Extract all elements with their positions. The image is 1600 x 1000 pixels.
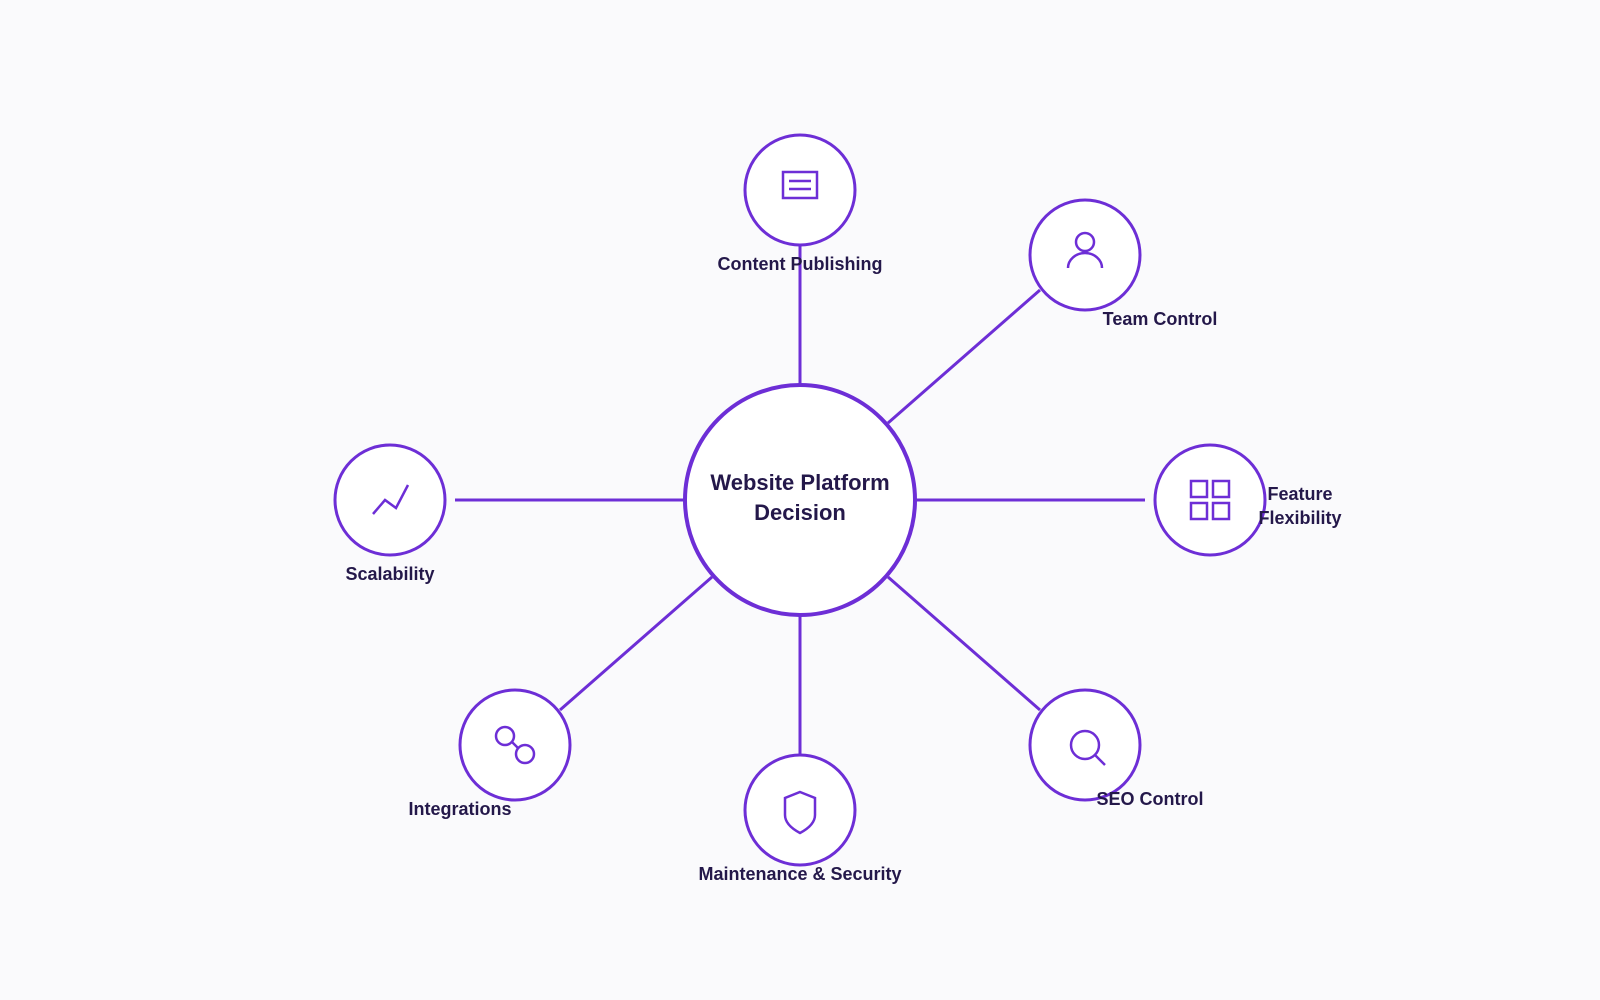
connector-integrations (559, 575, 713, 712)
node-team-control[interactable]: Team Control (1028, 198, 1218, 329)
node-circle (1028, 198, 1142, 312)
node-circle (1028, 688, 1142, 802)
connector-team-control (887, 288, 1041, 425)
user-icon (1066, 231, 1104, 269)
node-feature-flexibility[interactable]: Feature Flexibility (1153, 443, 1342, 557)
node-label: Maintenance & Security (698, 864, 901, 884)
trend-icon (372, 484, 410, 515)
center-circle (683, 383, 917, 617)
node-circle (333, 443, 447, 557)
node-seo-control[interactable]: SEO Control (1028, 688, 1204, 809)
node-maintenance-security[interactable]: Maintenance & Security (698, 753, 902, 884)
connector-seo-control (887, 575, 1041, 712)
link-icon (494, 725, 536, 765)
document-icon (781, 170, 819, 200)
search-icon (1069, 729, 1106, 766)
center-node[interactable]: Website Platform Decision (683, 383, 917, 617)
node-label-line2: Flexibility (1258, 508, 1341, 528)
node-integrations[interactable]: Integrations (408, 688, 572, 819)
grid-icon (1189, 479, 1231, 521)
shield-icon (783, 790, 817, 835)
node-label: Scalability (345, 564, 434, 584)
node-content-publishing[interactable]: Content Publishing (718, 133, 883, 274)
node-label-line1: Feature (1267, 484, 1332, 504)
node-circle (1153, 443, 1267, 557)
connectors (455, 245, 1145, 755)
node-label: Integrations (408, 799, 511, 819)
node-label: Team Control (1103, 309, 1218, 329)
node-scalability[interactable]: Scalability (333, 443, 447, 584)
node-label: SEO Control (1097, 789, 1204, 809)
node-circle (743, 753, 857, 867)
node-label: Content Publishing (718, 254, 883, 274)
center-title-line2: Decision (754, 500, 846, 525)
center-title-line1: Website Platform (710, 470, 889, 495)
